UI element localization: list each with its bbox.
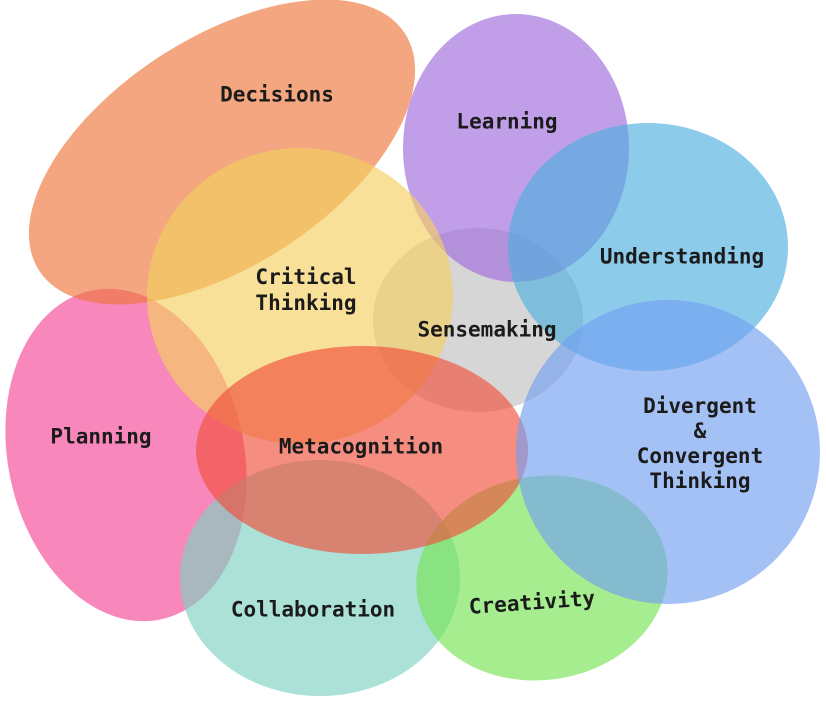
ellipse-divergent-convergent [516,300,820,604]
ellipse-decisions [28,0,416,305]
ellipse-metacognition [196,346,528,554]
